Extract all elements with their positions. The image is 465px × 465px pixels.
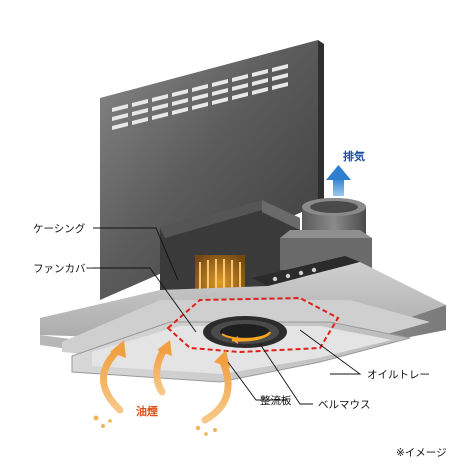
control-button (272, 276, 278, 282)
casing-label: ケーシング (33, 222, 86, 235)
control-button (285, 273, 291, 279)
bell-mouth (203, 316, 287, 348)
vent-slots (112, 64, 288, 130)
back-panel (100, 40, 324, 300)
curved-arrow-head-icon (110, 340, 230, 368)
rectifier-plate-label: 整流板 (260, 394, 292, 407)
control-button (298, 270, 304, 276)
fan-cover-label: ファンカバー (33, 263, 96, 275)
oil-smoke-label: 油煙 (136, 404, 158, 418)
smoke-dots (93, 415, 217, 436)
oil-tray-label: オイルトレー (367, 369, 430, 381)
control-panel (252, 256, 360, 286)
up-arrow-icon (326, 165, 351, 196)
image-note: ※イメージ (396, 447, 447, 459)
leader-lines (93, 227, 362, 405)
highlight-zone (166, 296, 340, 354)
bell-mouth-label: ベルマウス (318, 399, 371, 411)
exhaust-label: 排気 (343, 149, 365, 163)
control-button (311, 267, 317, 273)
